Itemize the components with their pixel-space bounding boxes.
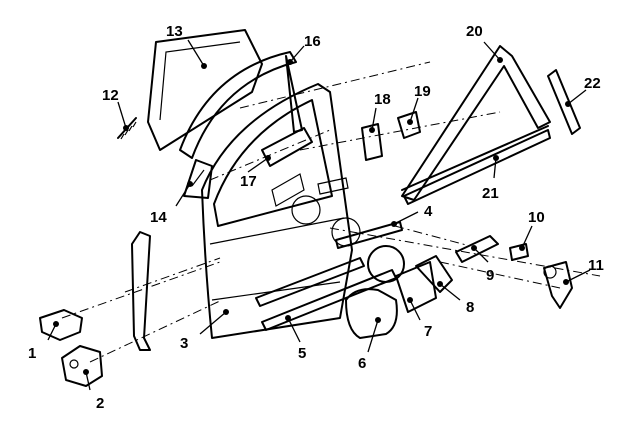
part-pillar-moulding	[547, 69, 581, 135]
part-frame-lower-rail	[403, 129, 551, 205]
part-weatherstrip	[131, 231, 151, 351]
part-outer-handle	[455, 235, 499, 263]
callout-16: 16	[304, 33, 321, 50]
callout-21: 21	[482, 185, 499, 202]
part-door-latch	[367, 245, 437, 313]
part-door-shell	[201, 83, 361, 339]
part-window-glass	[147, 29, 263, 151]
callout-5: 5	[298, 345, 306, 362]
callout-leaders	[47, 39, 591, 391]
callout-7: 7	[424, 323, 432, 340]
part-latch-linkage	[415, 255, 453, 293]
callout-6: 6	[358, 355, 366, 372]
callout-1: 1	[28, 345, 36, 362]
callout-19: 19	[414, 83, 431, 100]
part-handle-clip	[509, 243, 529, 261]
callout-18: 18	[374, 91, 391, 108]
part-check-strap-bracket	[397, 111, 421, 139]
callout-20: 20	[466, 23, 483, 40]
callout-22: 22	[584, 75, 601, 92]
callout-11: 11	[588, 257, 604, 274]
callout-10: 10	[528, 209, 545, 226]
part-lock-actuator-cover	[345, 288, 398, 339]
part-lock-cylinder	[543, 261, 573, 309]
assembly-guide-lines	[61, 61, 601, 363]
callout-14: 14	[150, 209, 167, 226]
part-quarter-glass-frame	[401, 45, 551, 201]
callout-4: 4	[424, 203, 433, 220]
part-glass-run-channel	[179, 51, 303, 159]
callout-12: 12	[102, 87, 119, 104]
callout-9: 9	[486, 267, 494, 284]
part-inner-belt-strip	[335, 221, 403, 249]
part-upper-hinge	[61, 345, 103, 387]
callout-labels: 1 2 3 4 5 6 7 8 9 10 11 12 13 14 16 17 1…	[28, 23, 604, 412]
callout-13: 13	[166, 23, 183, 40]
callout-17: 17	[240, 173, 257, 190]
part-mirror-bracket	[183, 159, 213, 199]
callout-dots	[53, 57, 571, 375]
callout-8: 8	[466, 299, 474, 316]
callout-2: 2	[96, 395, 104, 412]
part-lower-hinge	[39, 309, 83, 341]
callout-3: 3	[180, 335, 188, 352]
